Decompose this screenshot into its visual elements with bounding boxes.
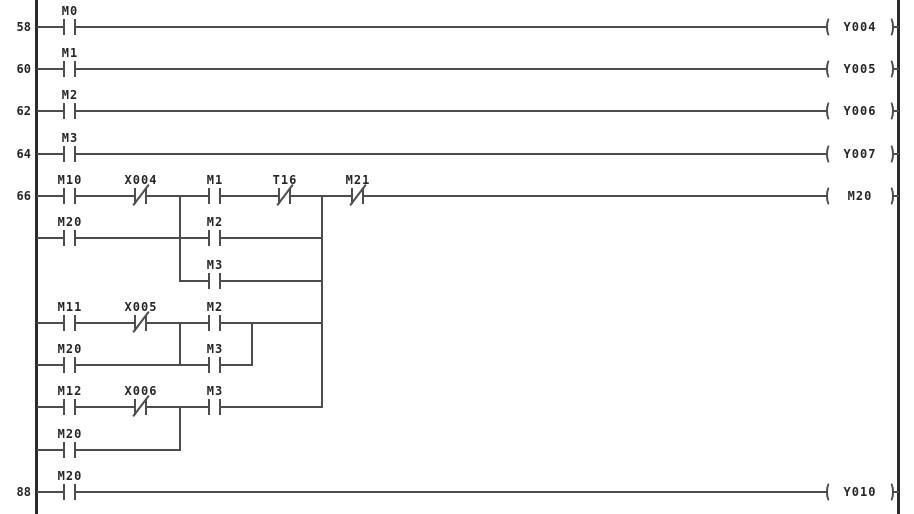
- no-contact-symbol[interactable]: [63, 357, 76, 373]
- nc-contact-symbol[interactable]: [134, 399, 147, 415]
- no-contact-symbol[interactable]: [63, 146, 76, 162]
- no-contact-symbol[interactable]: [208, 273, 221, 289]
- no-contact-symbol[interactable]: [208, 315, 221, 331]
- coil-open-arc-icon: [826, 16, 836, 38]
- contact-label: M20: [57, 215, 83, 229]
- step-number: 60: [16, 62, 31, 76]
- right-power-rail: [897, 0, 900, 514]
- coil-stub-wire: [892, 153, 899, 155]
- step-number: 66: [16, 189, 31, 203]
- output-coil[interactable]: Y010: [826, 481, 900, 503]
- wire-horizontal: [37, 364, 252, 366]
- contact-label: M2: [206, 215, 224, 229]
- contact-label: M3: [206, 384, 224, 398]
- contact-label: X004: [124, 173, 158, 187]
- wire-horizontal: [37, 26, 827, 28]
- nc-contact-symbol[interactable]: [134, 188, 147, 204]
- no-contact-symbol[interactable]: [63, 103, 76, 119]
- output-coil[interactable]: Y006: [826, 100, 900, 122]
- nc-contact-symbol[interactable]: [278, 188, 291, 204]
- nc-contact-symbol[interactable]: [134, 315, 147, 331]
- nc-contact-symbol[interactable]: [351, 188, 364, 204]
- contact-label: M0: [61, 4, 79, 18]
- output-coil[interactable]: M20: [826, 185, 900, 207]
- contact-label: M20: [57, 342, 83, 356]
- contact-label: M12: [57, 384, 83, 398]
- contact-label: X006: [124, 384, 158, 398]
- contact-label: M20: [57, 469, 83, 483]
- wire-vertical: [179, 195, 181, 282]
- wire-horizontal: [37, 68, 827, 70]
- coil-open-arc-icon: [826, 481, 836, 503]
- no-contact-symbol[interactable]: [63, 484, 76, 500]
- contact-label: T16: [272, 173, 298, 187]
- no-contact-symbol[interactable]: [208, 357, 221, 373]
- coil-stub-wire: [892, 491, 899, 493]
- wire-horizontal: [180, 280, 322, 282]
- no-contact-symbol[interactable]: [63, 442, 76, 458]
- no-contact-symbol[interactable]: [208, 230, 221, 246]
- no-contact-symbol[interactable]: [63, 399, 76, 415]
- contact-label: M2: [206, 300, 224, 314]
- step-number: 62: [16, 104, 31, 118]
- contact-label: M20: [57, 427, 83, 441]
- coil-stub-wire: [892, 195, 899, 197]
- wire-horizontal: [37, 153, 827, 155]
- coil-stub-wire: [892, 26, 899, 28]
- no-contact-symbol[interactable]: [63, 188, 76, 204]
- contact-label: M3: [61, 131, 79, 145]
- step-number: 88: [16, 485, 31, 499]
- no-contact-symbol[interactable]: [63, 19, 76, 35]
- wire-horizontal: [37, 491, 827, 493]
- no-contact-symbol[interactable]: [63, 61, 76, 77]
- contact-label: M11: [57, 300, 83, 314]
- coil-label: Y010: [843, 485, 877, 499]
- step-number: 64: [16, 147, 31, 161]
- step-number: 58: [16, 20, 31, 34]
- no-contact-symbol[interactable]: [208, 188, 221, 204]
- coil-label: Y005: [843, 62, 877, 76]
- coil-label: Y004: [843, 20, 877, 34]
- no-contact-symbol[interactable]: [63, 315, 76, 331]
- coil-open-arc-icon: [826, 100, 836, 122]
- coil-label: M20: [847, 189, 873, 203]
- wire-vertical: [321, 195, 323, 408]
- output-coil[interactable]: Y005: [826, 58, 900, 80]
- contact-label: M1: [206, 173, 224, 187]
- contact-label: X005: [124, 300, 158, 314]
- coil-label: Y006: [843, 104, 877, 118]
- left-power-rail: [35, 0, 38, 514]
- contact-label: M1: [61, 46, 79, 60]
- coil-open-arc-icon: [826, 58, 836, 80]
- wire-vertical: [251, 322, 253, 366]
- wire-horizontal: [37, 449, 180, 451]
- output-coil[interactable]: Y007: [826, 143, 900, 165]
- coil-stub-wire: [892, 110, 899, 112]
- contact-label: M10: [57, 173, 83, 187]
- coil-label: Y007: [843, 147, 877, 161]
- contact-label: M2: [61, 88, 79, 102]
- wire-vertical: [179, 322, 181, 366]
- coil-stub-wire: [892, 68, 899, 70]
- coil-open-arc-icon: [826, 185, 836, 207]
- contact-label: M21: [345, 173, 371, 187]
- contact-label: M3: [206, 258, 224, 272]
- contact-label: M3: [206, 342, 224, 356]
- wire-vertical: [179, 406, 181, 451]
- coil-open-arc-icon: [826, 143, 836, 165]
- no-contact-symbol[interactable]: [63, 230, 76, 246]
- output-coil[interactable]: Y004: [826, 16, 900, 38]
- wire-horizontal: [37, 195, 827, 197]
- no-contact-symbol[interactable]: [208, 399, 221, 415]
- wire-horizontal: [37, 110, 827, 112]
